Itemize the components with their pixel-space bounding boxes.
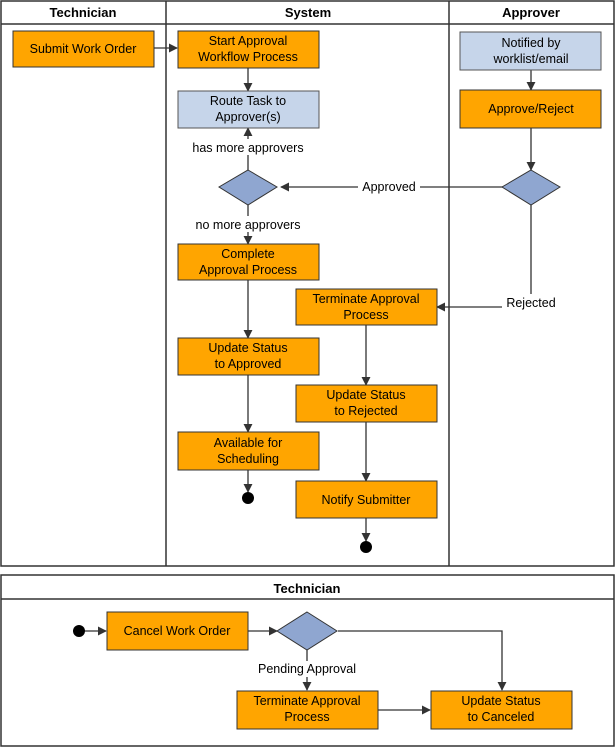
lane-header-approver: Approver — [502, 5, 560, 20]
decision-pending-approval — [276, 611, 338, 651]
upper-swimlanes: Technician System Approver — [0, 0, 615, 567]
svg-text:to Approved: to Approved — [215, 357, 282, 371]
label-pending-approval: Pending Approval — [258, 662, 356, 676]
svg-text:Route Task to: Route Task to — [210, 94, 286, 108]
svg-text:Update Status: Update Status — [326, 388, 405, 402]
svg-text:Notify Submitter: Notify Submitter — [322, 493, 411, 507]
label-no-more-approvers: no more approvers — [196, 218, 301, 232]
svg-text:Complete: Complete — [221, 247, 275, 261]
node-approve-reject: Approve/Reject — [459, 89, 602, 129]
svg-text:Terminate Approval: Terminate Approval — [312, 292, 419, 306]
end-node-notify — [360, 541, 372, 553]
nodes: Submit Work Order Start Approval Workflo… — [12, 30, 602, 730]
start-node-cancel — [73, 625, 85, 637]
svg-text:Workflow Process: Workflow Process — [198, 50, 298, 64]
lane-header-system: System — [285, 5, 331, 20]
svg-text:Update Status: Update Status — [461, 694, 540, 708]
lane-header-technician-bottom: Technician — [274, 581, 341, 596]
svg-text:Scheduling: Scheduling — [217, 452, 279, 466]
svg-text:Process: Process — [284, 710, 329, 724]
edge-rejected — [436, 205, 532, 312]
node-notified: Notified by worklist/email — [459, 31, 602, 71]
label-approved: Approved — [362, 180, 416, 194]
svg-text:worklist/email: worklist/email — [492, 52, 568, 66]
decision-more-approvers — [218, 169, 278, 206]
node-update-status-approved: Update Status to Approved — [177, 337, 320, 376]
svg-text:Terminate Approval: Terminate Approval — [253, 694, 360, 708]
node-start-approval: Start Approval Workflow Process — [177, 30, 320, 69]
node-terminate-approval-bottom: Terminate Approval Process — [236, 690, 379, 730]
node-notify-submitter: Notify Submitter — [295, 480, 438, 519]
node-available-scheduling: Available for Scheduling — [177, 431, 320, 471]
svg-text:Notified by: Notified by — [501, 36, 561, 50]
svg-text:Update Status: Update Status — [208, 341, 287, 355]
end-node-scheduling — [242, 492, 254, 504]
decisions — [218, 169, 561, 651]
svg-text:Cancel Work Order: Cancel Work Order — [124, 624, 231, 638]
node-cancel-work-order: Cancel Work Order — [106, 611, 249, 651]
node-submit-work-order: Submit Work Order — [12, 30, 155, 68]
edge-labels: has more approvers no more approvers App… — [186, 139, 560, 677]
node-terminate-approval: Terminate Approval Process — [295, 288, 438, 326]
terminals — [73, 492, 372, 637]
svg-text:Available for: Available for — [214, 436, 283, 450]
svg-text:to Rejected: to Rejected — [334, 404, 397, 418]
node-complete-approval: Complete Approval Process — [177, 243, 320, 281]
lane-header-technician: Technician — [50, 5, 117, 20]
svg-text:to Canceled: to Canceled — [468, 710, 535, 724]
svg-text:Start Approval: Start Approval — [209, 34, 288, 48]
edges — [85, 43, 536, 715]
svg-text:Process: Process — [343, 308, 388, 322]
decision-approved-rejected — [501, 169, 561, 206]
svg-text:Approval Process: Approval Process — [199, 263, 297, 277]
node-update-status-canceled: Update Status to Canceled — [430, 690, 573, 730]
node-update-status-rejected: Update Status to Rejected — [295, 384, 438, 423]
label-has-more-approvers: has more approvers — [192, 141, 303, 155]
label-rejected: Rejected — [506, 296, 555, 310]
node-route-task: Route Task to Approver(s) — [177, 90, 320, 129]
svg-text:Approve/Reject: Approve/Reject — [488, 102, 574, 116]
lower-swimlane: Technician — [0, 574, 615, 747]
svg-text:Approver(s): Approver(s) — [215, 110, 280, 124]
svg-text:Submit Work Order: Submit Work Order — [30, 42, 137, 56]
edge-decision-to-update-canceled — [338, 630, 507, 691]
